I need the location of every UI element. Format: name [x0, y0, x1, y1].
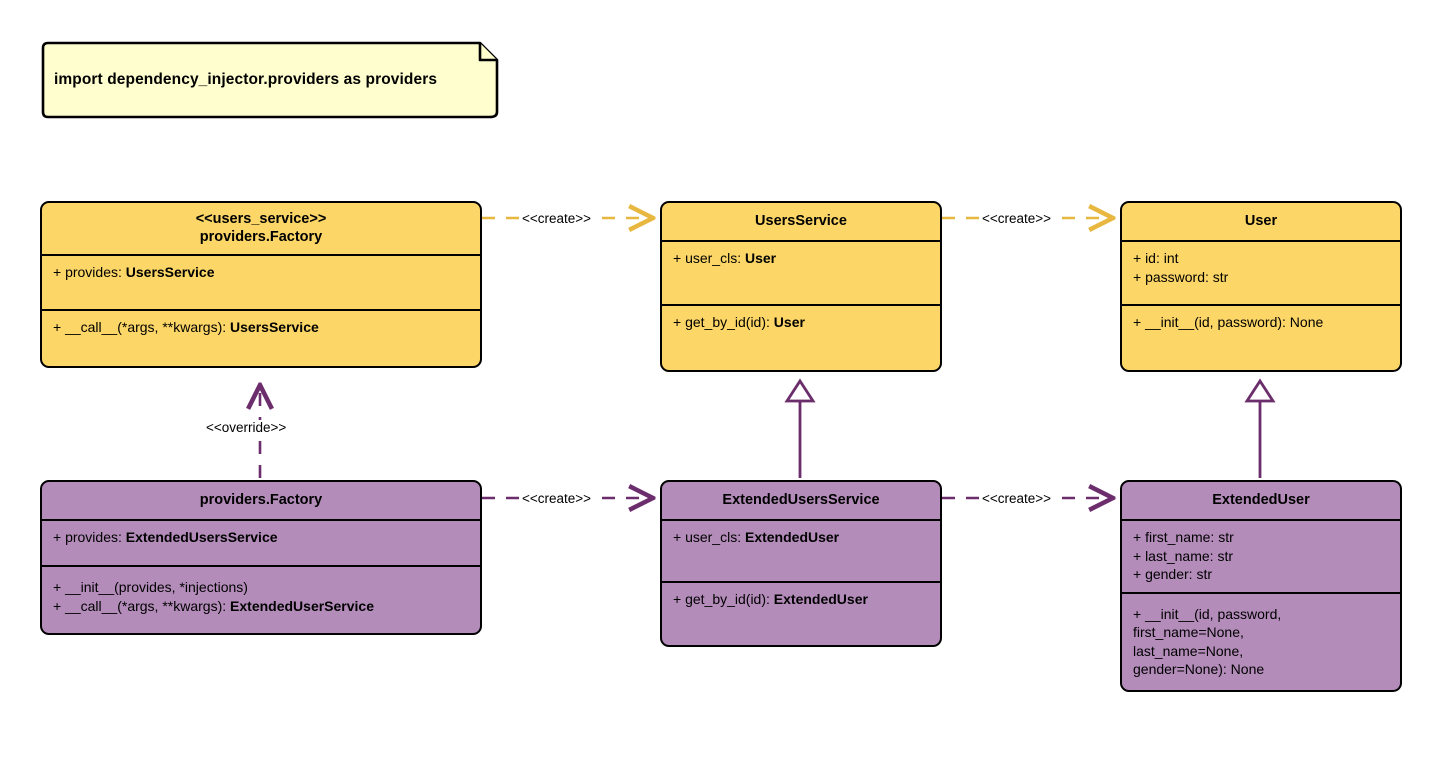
method-row: + __call__(*args, **kwargs): ExtendedUse…	[53, 597, 374, 614]
method-row: + get_by_id(id): User	[673, 314, 805, 330]
connector-label-create-top-left: <<create>>	[519, 211, 595, 226]
class-name: ExtendedUsersService	[722, 492, 880, 508]
class-attributes-users-service-factory: + provides: UsersService	[42, 256, 480, 311]
class-title-users-service: UsersService	[662, 203, 940, 242]
class-methods-user: + __init__(id, password): None	[1122, 306, 1400, 370]
attribute-row: + provides: UsersService	[53, 264, 215, 280]
attribute-row: + id: int	[1133, 250, 1179, 266]
class-title-extended-user: ExtendedUser	[1122, 482, 1400, 521]
class-box-users-service[interactable]: UsersService + user_cls: User + get_by_i…	[660, 201, 942, 372]
attribute-row: + last_name: str	[1133, 547, 1233, 564]
attribute-row: + first_name: str	[1133, 529, 1234, 545]
class-attributes-extended-providers-factory: + provides: ExtendedUsersService	[42, 521, 480, 567]
attribute-row: + user_cls: ExtendedUser	[673, 529, 840, 545]
class-box-extended-users-service[interactable]: ExtendedUsersService + user_cls: Extende…	[660, 480, 942, 647]
attribute-row: + gender: str	[1133, 566, 1212, 582]
class-stereotype: <<users_service>>	[195, 211, 327, 227]
class-box-users-service-factory[interactable]: <<users_service>> providers.Factory + pr…	[40, 201, 482, 368]
connector-label-create-bottom-right: <<create>>	[979, 491, 1055, 506]
class-attributes-extended-users-service: + user_cls: ExtendedUser	[662, 521, 940, 583]
class-name: User	[1244, 213, 1278, 229]
method-row: + __init__(provides, *injections)	[53, 579, 248, 595]
class-title-user: User	[1122, 203, 1400, 242]
attribute-row: + password: str	[1133, 268, 1229, 285]
class-methods-extended-user: + __init__(id, password, first_name=None…	[1122, 594, 1400, 690]
class-attributes-extended-user: + first_name: str + last_name: str + gen…	[1122, 521, 1400, 594]
method-row: + get_by_id(id): ExtendedUser	[673, 591, 868, 607]
connector-label-override: <<override>>	[203, 420, 290, 435]
connector-label-create-bottom-left: <<create>>	[519, 491, 595, 506]
connector-inheritance-users-service	[784, 378, 816, 478]
class-methods-extended-providers-factory: + __init__(provides, *injections) + __ca…	[42, 567, 480, 633]
class-title-users-service-factory: <<users_service>> providers.Factory	[42, 203, 480, 256]
class-box-extended-user[interactable]: ExtendedUser + first_name: str + last_na…	[1120, 480, 1402, 692]
class-box-extended-providers-factory[interactable]: providers.Factory + provides: ExtendedUs…	[40, 480, 482, 635]
connector-label-create-top-right: <<create>>	[979, 211, 1055, 226]
class-methods-extended-users-service: + get_by_id(id): ExtendedUser	[662, 583, 940, 645]
class-methods-users-service: + get_by_id(id): User	[662, 306, 940, 370]
connector-inheritance-user	[1244, 378, 1276, 478]
class-attributes-user: + id: int + password: str	[1122, 242, 1400, 306]
attribute-row: + user_cls: User	[673, 250, 777, 266]
method-row: + __call__(*args, **kwargs): UsersServic…	[53, 319, 319, 335]
class-box-user[interactable]: User + id: int + password: str + __init_…	[1120, 201, 1402, 372]
class-name: providers.Factory	[199, 492, 323, 508]
method-row: + __init__(id, password, first_name=None…	[1133, 605, 1282, 678]
attribute-row: + provides: ExtendedUsersService	[53, 529, 278, 545]
import-note: import dependency_injector.providers as …	[40, 40, 500, 120]
class-name: ExtendedUser	[1212, 492, 1310, 508]
class-title-extended-providers-factory: providers.Factory	[42, 482, 480, 521]
class-name: providers.Factory	[199, 229, 323, 245]
class-title-extended-users-service: ExtendedUsersService	[662, 482, 940, 521]
class-attributes-users-service: + user_cls: User	[662, 242, 940, 306]
note-shape	[41, 41, 499, 119]
class-name: UsersService	[755, 213, 847, 229]
method-row: + __init__(id, password): None	[1133, 314, 1324, 330]
import-note-text: import dependency_injector.providers as …	[54, 71, 438, 88]
class-methods-users-service-factory: + __call__(*args, **kwargs): UsersServic…	[42, 311, 480, 366]
